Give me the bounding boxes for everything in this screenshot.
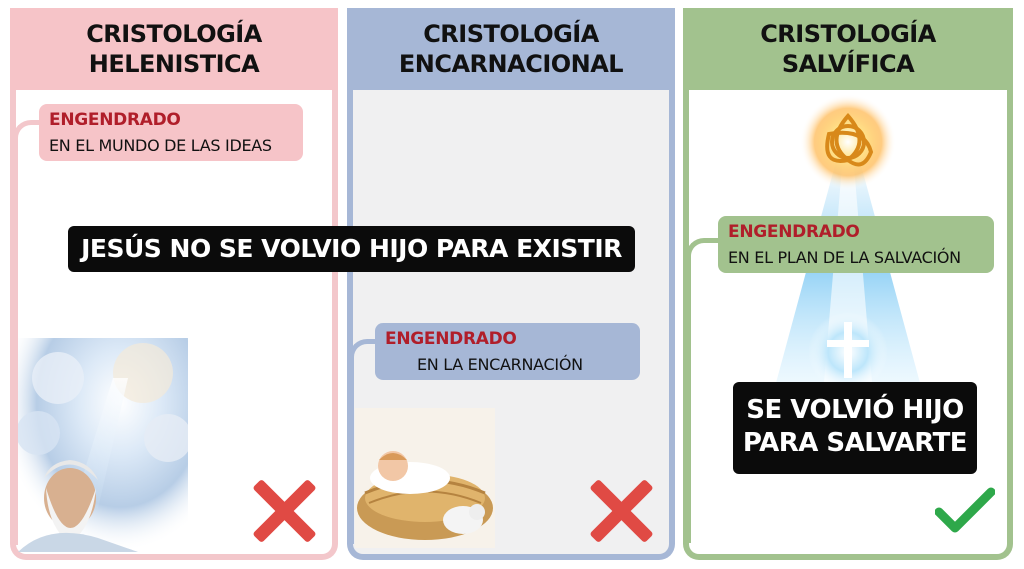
baby-manger-illustration <box>355 408 495 548</box>
salvation-banner: SE VOLVIÓ HIJO PARA SALVARTE <box>733 382 977 474</box>
column-header: CRISTOLOGÍA SALVÍFICA <box>683 8 1013 90</box>
column-title-line2: HELENISTICA <box>88 50 260 78</box>
salvation-banner-line1: SE VOLVIÓ HIJO <box>746 395 964 425</box>
wrong-x-icon <box>587 478 653 544</box>
engendrado-text: EN EL MUNDO DE LAS IDEAS <box>49 136 272 155</box>
engendrado-label: ENGENDRADO <box>49 110 181 130</box>
engendrado-label: ENGENDRADO <box>728 222 860 242</box>
tag-connector <box>13 120 58 545</box>
column-title-line1: CRISTOLOGÍA <box>86 20 262 48</box>
column-header: CRISTOLOGÍA ENCARNACIONAL <box>347 8 675 90</box>
engendrado-text: EN LA ENCARNACIÓN <box>417 355 583 374</box>
engendrado-tag: ENGENDRADO EN LA ENCARNACIÓN <box>375 323 640 380</box>
column-header: CRISTOLOGÍA HELENISTICA <box>10 8 338 90</box>
engendrado-label: ENGENDRADO <box>385 329 517 349</box>
main-banner-text: JESÚS NO SE VOLVIO HIJO PARA EXISTIR <box>81 234 622 263</box>
salvation-banner-line2: PARA SALVARTE <box>742 428 968 458</box>
trinity-light-illustration <box>773 94 923 394</box>
engendrado-tag: ENGENDRADO EN EL MUNDO DE LAS IDEAS <box>39 104 303 161</box>
column-title-line2: ENCARNACIONAL <box>398 50 624 78</box>
correct-check-icon <box>935 487 995 533</box>
column-incarnational: CRISTOLOGÍA ENCARNACIONAL <box>347 8 675 560</box>
column-title-line1: CRISTOLOGÍA <box>423 20 599 48</box>
column-title-line1: CRISTOLOGÍA <box>760 20 936 48</box>
engendrado-text: EN EL PLAN DE LA SALVACIÓN <box>728 248 961 267</box>
tag-connector <box>349 339 394 544</box>
engendrado-tag: ENGENDRADO EN EL PLAN DE LA SALVACIÓN <box>718 216 994 273</box>
wrong-x-icon <box>250 478 316 544</box>
tag-connector <box>686 238 731 543</box>
column-title-line2: SALVÍFICA <box>781 50 915 78</box>
main-banner: JESÚS NO SE VOLVIO HIJO PARA EXISTIR <box>68 226 635 272</box>
philosopher-illustration <box>18 338 188 552</box>
column-hellenistic: CRISTOLOGÍA HELENISTICA <box>10 8 338 560</box>
column-salvific: CRISTOLOGÍA SALVÍFICA <box>683 8 1013 560</box>
